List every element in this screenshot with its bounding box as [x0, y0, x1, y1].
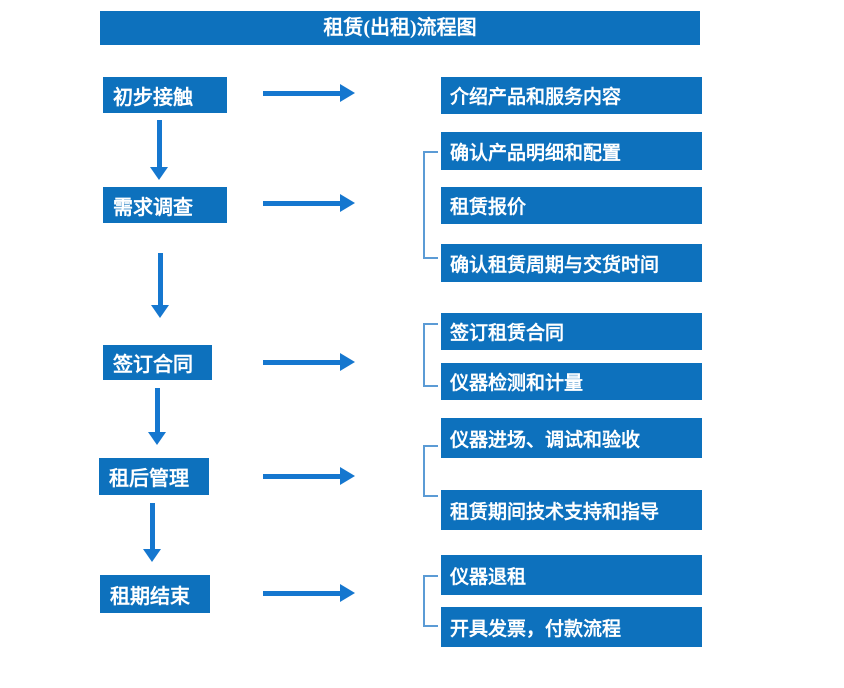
detail-box-instrument-return: 仪器退租	[441, 555, 702, 595]
right-arrow-icon	[263, 194, 355, 212]
group-bracket-post-rental	[423, 445, 438, 497]
detail-box-confirm-product-config: 确认产品明细和配置	[441, 132, 702, 170]
down-arrow-icon	[151, 253, 169, 318]
group-bracket-sign-contract	[423, 323, 438, 387]
step-box-sign-contract: 签订合同	[103, 345, 212, 380]
step-box-post-rental-management: 租后管理	[99, 458, 209, 495]
right-arrow-icon	[263, 353, 355, 371]
detail-box-introduce-products: 介绍产品和服务内容	[441, 77, 702, 114]
diagram-title: 租赁(出租)流程图	[100, 11, 700, 45]
right-arrow-icon	[263, 584, 355, 602]
detail-box-instrument-inspection: 仪器检测和计量	[441, 363, 702, 400]
detail-box-invoice-payment: 开具发票，付款流程	[441, 607, 702, 647]
right-arrow-icon	[263, 467, 355, 485]
detail-box-rental-quotation: 租赁报价	[441, 187, 702, 224]
group-bracket-rental-end	[423, 575, 438, 627]
step-box-demand-survey: 需求调查	[103, 187, 227, 223]
down-arrow-icon	[150, 120, 168, 180]
detail-box-sign-rental-contract: 签订租赁合同	[441, 313, 702, 350]
right-arrow-icon	[263, 84, 355, 102]
step-box-rental-end: 租期结束	[100, 575, 210, 613]
detail-box-technical-support: 租赁期间技术支持和指导	[441, 490, 702, 530]
detail-box-confirm-period-delivery: 确认租赁周期与交货时间	[441, 244, 702, 282]
step-box-initial-contact: 初步接触	[103, 77, 227, 113]
down-arrow-icon	[148, 388, 166, 445]
down-arrow-icon	[143, 503, 161, 562]
detail-box-instrument-setup-acceptance: 仪器进场、调试和验收	[441, 418, 702, 458]
group-bracket-demand-survey	[423, 151, 438, 259]
